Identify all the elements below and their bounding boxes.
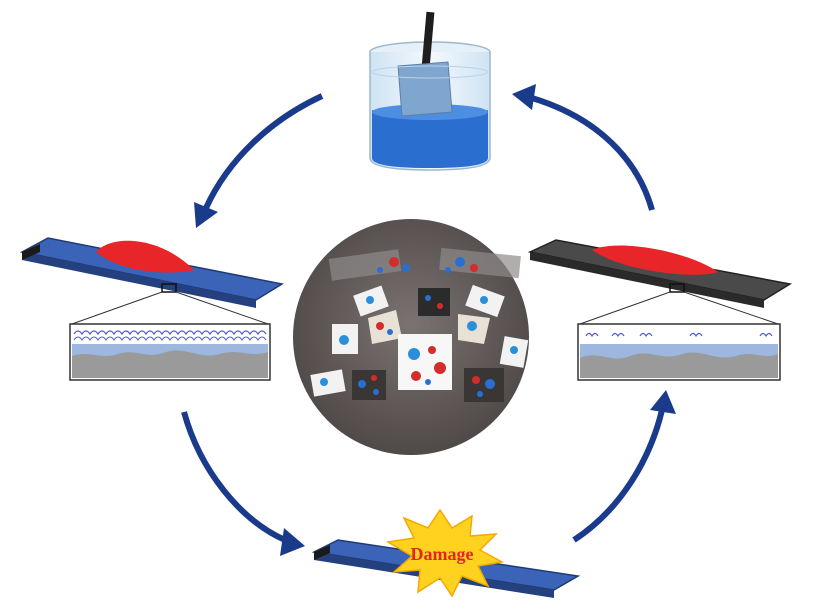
arrow-top-left bbox=[203, 93, 324, 210]
beaker-icon bbox=[369, 11, 491, 171]
arrowhead-top-left bbox=[194, 202, 218, 228]
arrowhead-left-bottom bbox=[280, 528, 305, 556]
damaged-slide-icon: Damage bbox=[311, 508, 581, 598]
right-coated-slide bbox=[527, 239, 793, 325]
left-coated-slide bbox=[19, 237, 285, 325]
right-surface-zoom bbox=[577, 323, 781, 381]
arrow-bottom-right bbox=[572, 409, 665, 543]
arrow-right-top bbox=[531, 95, 655, 211]
arrowhead-bottom-right bbox=[650, 390, 676, 414]
arrowhead-right-top bbox=[512, 84, 536, 110]
center-photo-disc bbox=[293, 219, 529, 455]
right-droplet bbox=[592, 245, 718, 275]
cycle-arrows bbox=[181, 84, 676, 556]
damage-burst bbox=[385, 508, 505, 598]
left-droplet bbox=[96, 240, 194, 273]
damage-label: Damage bbox=[411, 544, 474, 564]
arrow-left-bottom bbox=[181, 411, 287, 543]
left-surface-zoom bbox=[69, 323, 271, 381]
